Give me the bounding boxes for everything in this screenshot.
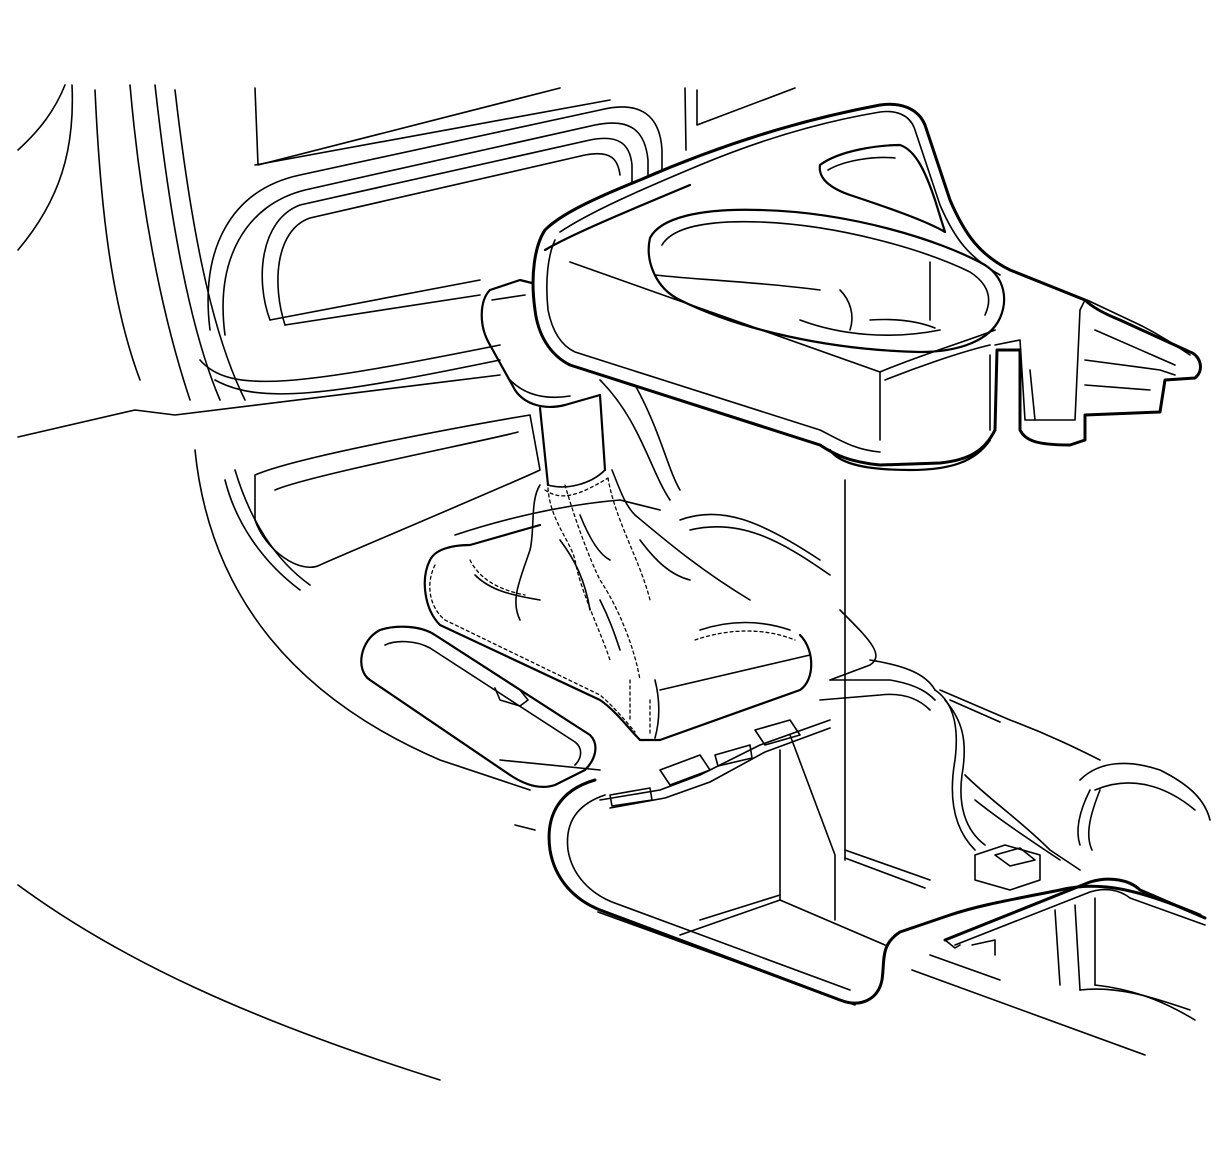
cup-holder-insert — [531, 102, 1202, 472]
instrument-panel — [17, 84, 796, 1081]
shift-lever-with-boot — [423, 278, 813, 742]
floor-console — [360, 499, 1211, 1056]
